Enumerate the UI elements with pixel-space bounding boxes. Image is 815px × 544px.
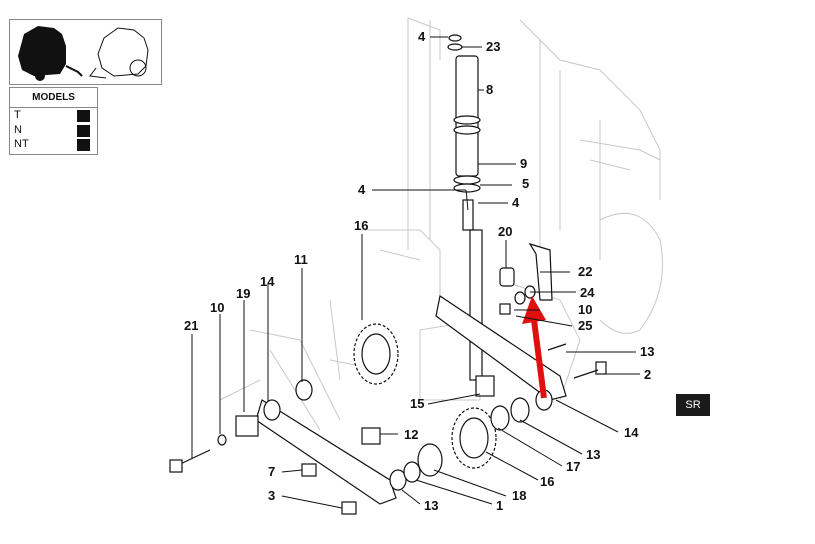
cylinder-assembly — [447, 34, 495, 397]
callout-8: 8 — [486, 82, 493, 97]
leader-lines — [191, 36, 640, 509]
model-label: NT — [14, 138, 29, 150]
model-label: N — [14, 124, 22, 136]
callout-labels: 4 23 8 9 5 4 4 16 20 11 22 14 24 19 10 1… — [184, 29, 654, 513]
callout-14: 14 — [260, 274, 275, 289]
callout-4: 4 — [358, 182, 366, 197]
sprocket-wheels — [353, 323, 497, 469]
callout-9: 9 — [520, 156, 527, 171]
small-parts — [169, 242, 607, 515]
callout-10: 10 — [578, 302, 592, 317]
sr-badge: SR — [676, 394, 710, 416]
callout-13: 13 — [424, 498, 438, 513]
callout-12: 12 — [404, 427, 418, 442]
model-thumbnail — [9, 19, 162, 85]
model-label: T — [14, 109, 21, 121]
callout-4: 4 — [418, 29, 426, 44]
callout-22: 22 — [578, 264, 592, 279]
callout-23: 23 — [486, 39, 500, 54]
callout-24: 24 — [580, 285, 595, 300]
callout-1: 1 — [496, 498, 503, 513]
arm-plates — [255, 295, 567, 505]
callout-10: 10 — [210, 300, 224, 315]
callout-11: 11 — [294, 252, 308, 267]
machine-frame-background — [219, 17, 663, 431]
callout-21: 21 — [184, 318, 198, 333]
model-check-icon — [77, 139, 90, 151]
callout-13: 13 — [586, 447, 600, 462]
models-divider — [10, 107, 97, 108]
baler-silhouette-icon — [18, 26, 149, 81]
callout-20: 20 — [498, 224, 512, 239]
callout-15: 15 — [410, 396, 424, 411]
callout-14: 14 — [624, 425, 639, 440]
callout-7: 7 — [268, 464, 275, 479]
highlight-arrow-icon — [522, 296, 547, 399]
models-legend: MODELS T N NT — [9, 87, 98, 155]
callout-19: 19 — [236, 286, 250, 301]
callout-4: 4 — [512, 195, 520, 210]
models-title: MODELS — [32, 92, 75, 103]
model-row-n: N — [14, 124, 94, 138]
callout-16: 16 — [540, 474, 554, 489]
model-check-icon — [77, 110, 90, 122]
model-check-icon — [77, 125, 90, 137]
callout-3: 3 — [268, 488, 275, 503]
model-row-nt: NT — [14, 138, 94, 152]
callout-13: 13 — [640, 344, 654, 359]
callout-5: 5 — [522, 176, 529, 191]
callout-16: 16 — [354, 218, 368, 233]
model-row-t: T — [14, 109, 94, 123]
callout-17: 17 — [566, 459, 580, 474]
callout-25: 25 — [578, 318, 592, 333]
callout-2: 2 — [644, 367, 651, 382]
callout-18: 18 — [512, 488, 526, 503]
